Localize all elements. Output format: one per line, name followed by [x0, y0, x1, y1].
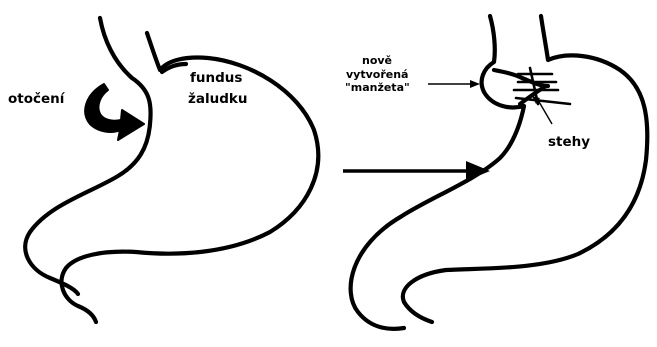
cuff-label-line1: nově	[362, 54, 392, 67]
rotation-label: otočení	[8, 91, 66, 107]
fundus-cuff	[494, 70, 548, 86]
fundus-label-line2: žaludku	[188, 91, 247, 107]
fundus-label-line1: fundus	[190, 70, 242, 86]
cuff-label-line3: "manžeta"	[345, 81, 410, 94]
greater-curvature-after	[403, 16, 647, 322]
rotation-arrow	[85, 84, 144, 140]
cuff-pointer-arrow	[428, 80, 480, 88]
cuff-label-line2: vytvořená	[346, 68, 408, 81]
stitches-label: stehy	[548, 134, 590, 150]
stomach-before	[25, 18, 318, 322]
